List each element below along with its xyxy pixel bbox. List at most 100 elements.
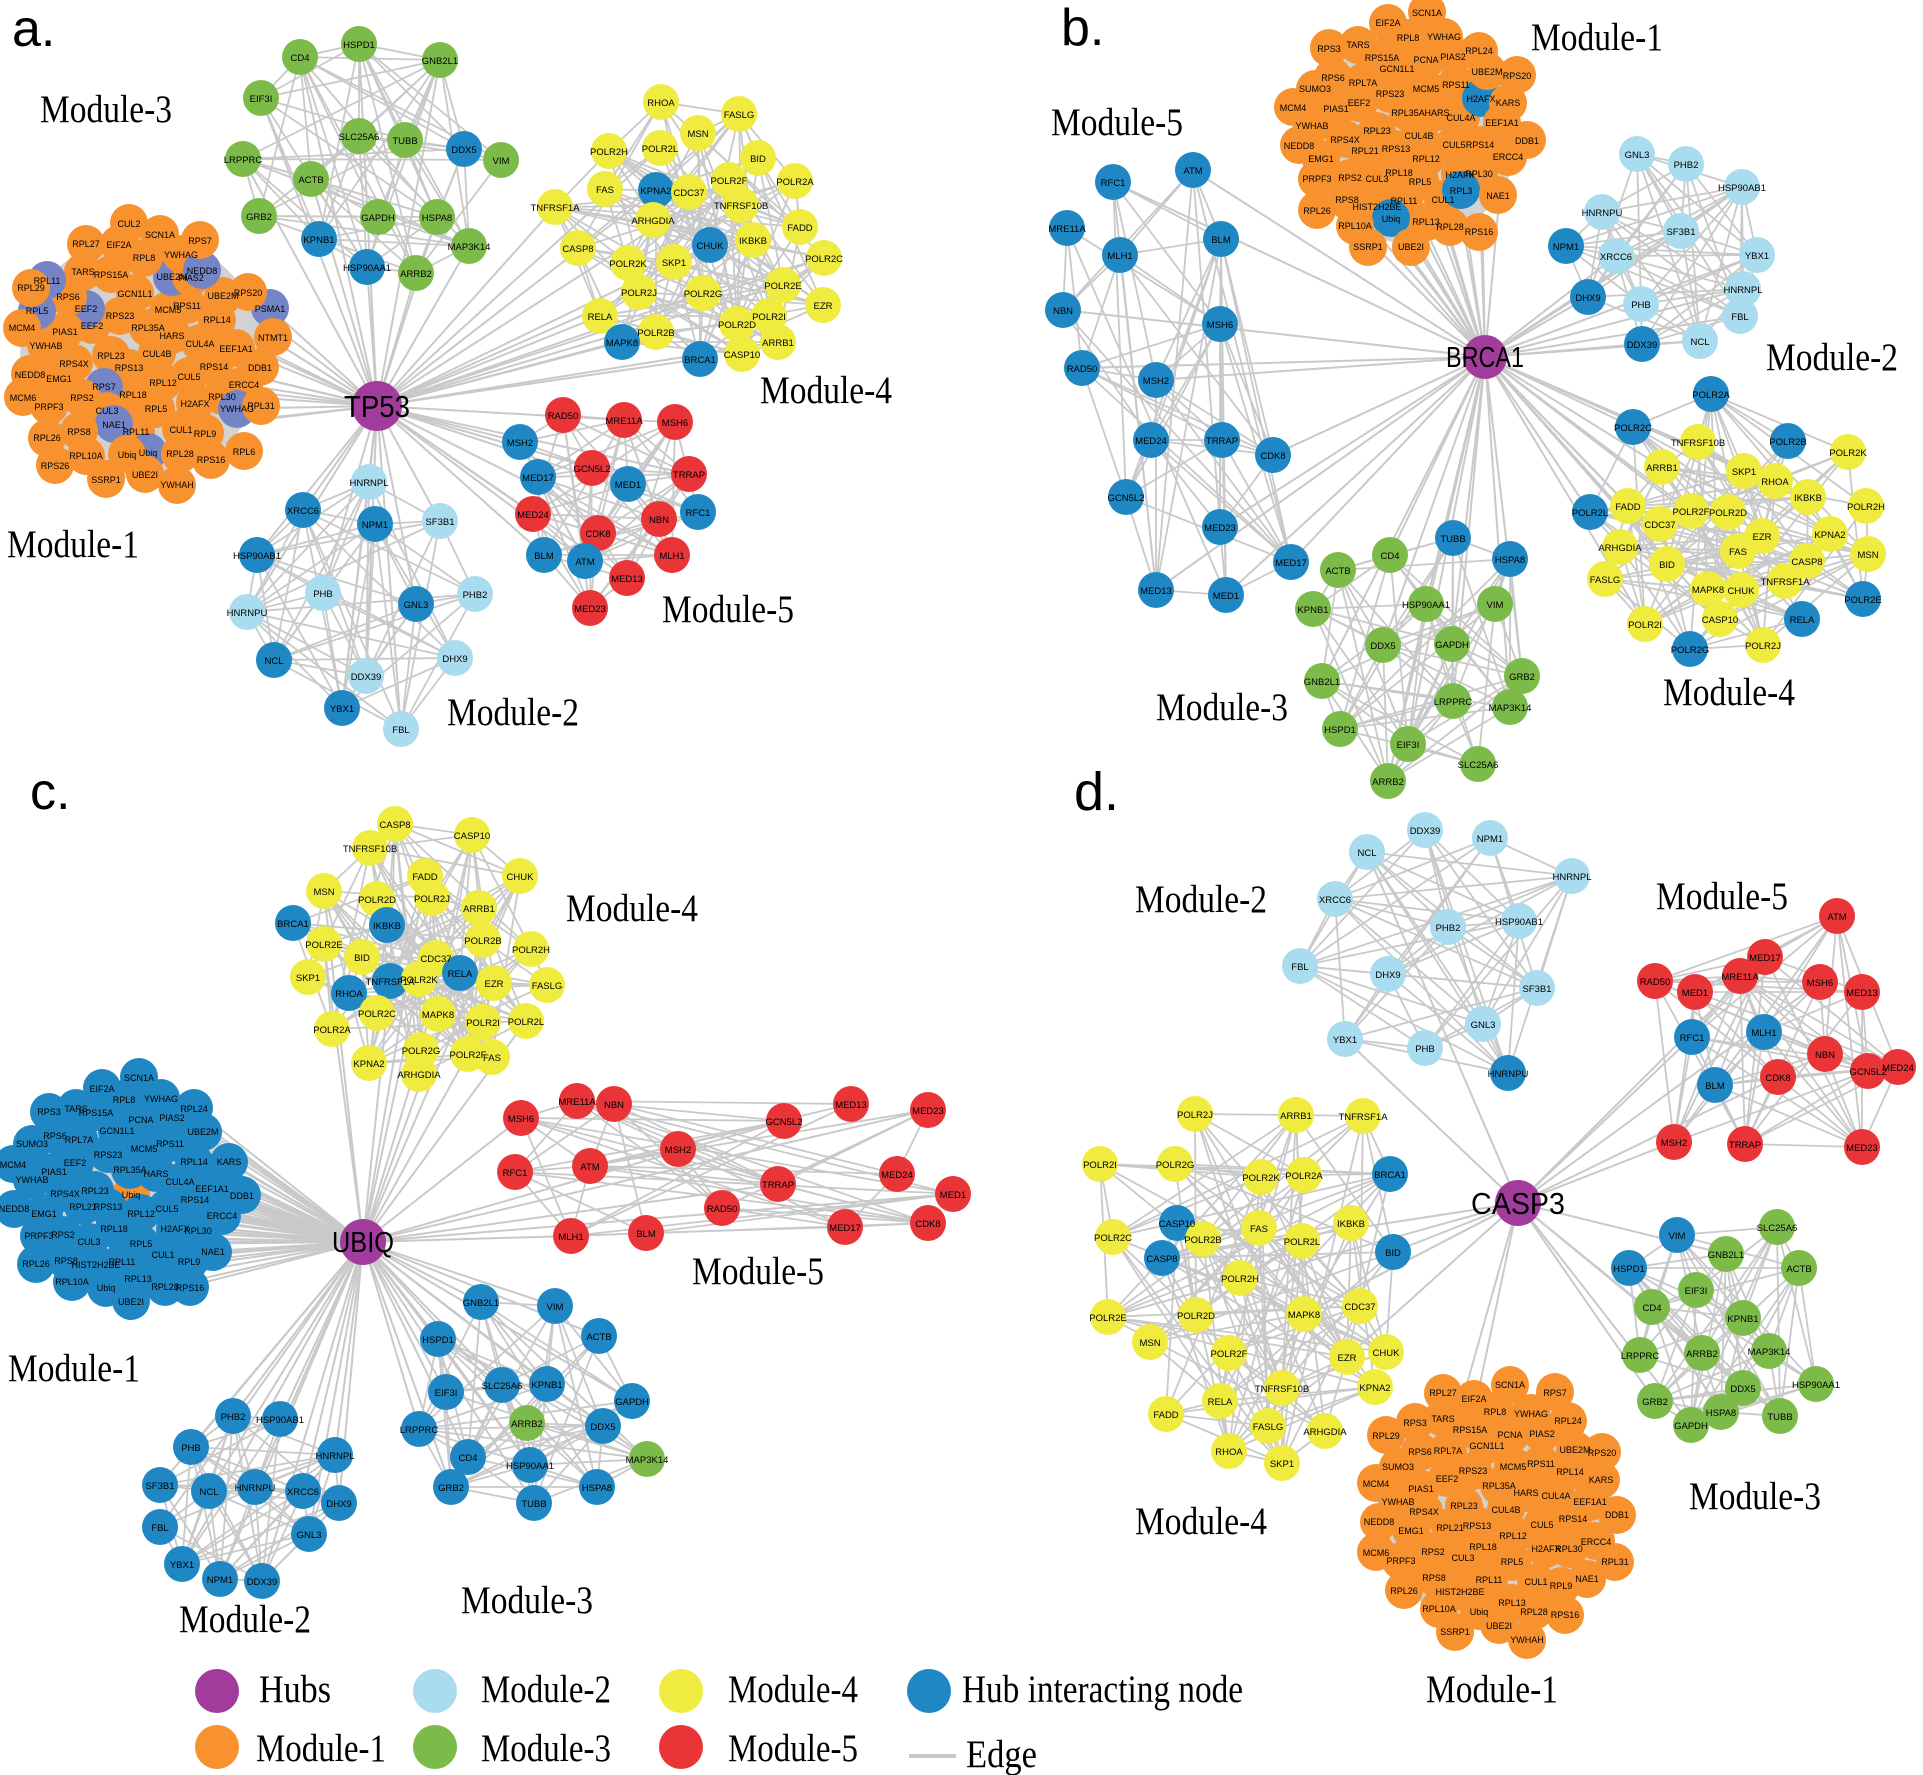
svg-text:RPS15A: RPS15A [1453, 1425, 1488, 1435]
svg-text:SLC25A6: SLC25A6 [339, 132, 380, 143]
svg-text:HNRNPU: HNRNPU [1582, 208, 1623, 219]
svg-text:MED17: MED17 [1275, 558, 1307, 569]
svg-text:GNL3: GNL3 [404, 600, 429, 611]
svg-text:RPS11: RPS11 [173, 301, 201, 311]
svg-text:RPS13: RPS13 [1382, 144, 1411, 154]
svg-text:RPS20: RPS20 [1588, 1448, 1617, 1458]
svg-text:Module-1: Module-1 [1531, 16, 1663, 59]
svg-text:NBN: NBN [1053, 306, 1073, 317]
svg-text:Ubiq: Ubiq [1382, 214, 1401, 224]
svg-text:Ubiq: Ubiq [139, 448, 158, 458]
svg-text:RPL8: RPL8 [1484, 1407, 1507, 1417]
svg-text:RPS16: RPS16 [197, 455, 226, 465]
svg-text:MCM5: MCM5 [1500, 1462, 1527, 1472]
svg-text:HSP90AB1: HSP90AB1 [233, 551, 281, 562]
svg-text:HIST2H2BE: HIST2H2BE [71, 1260, 120, 1270]
svg-text:RPS3: RPS3 [37, 1107, 61, 1117]
svg-text:RPL10A: RPL10A [1422, 1604, 1456, 1614]
svg-text:MED23: MED23 [1204, 523, 1236, 534]
svg-text:FASLG: FASLG [724, 110, 755, 121]
svg-text:CASP3: CASP3 [1471, 1186, 1565, 1221]
svg-text:UBE2M: UBE2M [156, 272, 187, 282]
svg-text:RPL28: RPL28 [151, 1282, 179, 1292]
svg-text:RPS6: RPS6 [1321, 73, 1345, 83]
svg-text:YWHAH: YWHAH [160, 480, 194, 490]
svg-text:RPS6: RPS6 [1408, 1447, 1432, 1457]
svg-text:YWHAB: YWHAB [15, 1175, 48, 1185]
svg-text:SKP1: SKP1 [1270, 1459, 1294, 1470]
svg-text:RPS15A: RPS15A [79, 1108, 114, 1118]
svg-text:CDC37: CDC37 [673, 188, 704, 199]
svg-text:ARHGDIA: ARHGDIA [397, 1070, 441, 1081]
svg-text:ARRB1: ARRB1 [1280, 1111, 1312, 1122]
svg-text:HSPA8: HSPA8 [582, 1483, 612, 1494]
svg-text:NAE1: NAE1 [1575, 1574, 1599, 1584]
svg-text:SCN1A: SCN1A [124, 1073, 154, 1083]
svg-text:KARS: KARS [1589, 1475, 1614, 1485]
svg-text:SF3B1: SF3B1 [425, 517, 454, 528]
svg-text:HSP90AA1: HSP90AA1 [1792, 1380, 1840, 1391]
svg-text:HIST2H2BE: HIST2H2BE [1435, 1587, 1484, 1597]
svg-text:HSPD1: HSPD1 [422, 1335, 454, 1346]
svg-text:ATM: ATM [1183, 166, 1202, 177]
svg-text:ERCC4: ERCC4 [1581, 1537, 1612, 1547]
svg-text:FAS: FAS [1250, 1224, 1268, 1235]
svg-text:RPS13: RPS13 [1463, 1521, 1492, 1531]
svg-text:UBE2I: UBE2I [118, 1297, 144, 1307]
svg-text:TARS: TARS [64, 1104, 87, 1114]
svg-text:HNRNPU: HNRNPU [1488, 1069, 1529, 1080]
svg-text:Module-5: Module-5 [1051, 101, 1183, 144]
svg-text:ERCC4: ERCC4 [229, 380, 260, 390]
svg-text:FAS: FAS [483, 1053, 501, 1064]
svg-text:CASP10: CASP10 [724, 350, 760, 361]
svg-text:RPL27: RPL27 [1429, 1388, 1457, 1398]
svg-text:MRE11A: MRE11A [605, 416, 643, 427]
svg-text:BRCA1: BRCA1 [1374, 1170, 1406, 1181]
svg-text:EEF1A1: EEF1A1 [1485, 118, 1519, 128]
svg-text:MCM6: MCM6 [1363, 1548, 1390, 1558]
svg-text:LRPPRC: LRPPRC [224, 155, 263, 166]
svg-text:Ubiq: Ubiq [122, 1190, 141, 1200]
svg-text:RPS2: RPS2 [51, 1230, 75, 1240]
svg-text:CASP10: CASP10 [454, 831, 490, 842]
svg-text:Module-1: Module-1 [8, 1347, 140, 1390]
svg-text:MRE11A: MRE11A [1721, 972, 1759, 983]
svg-text:EEF2: EEF2 [1436, 1474, 1459, 1484]
svg-text:SKP1: SKP1 [296, 973, 320, 984]
svg-text:EIF2A: EIF2A [1461, 1394, 1486, 1404]
svg-text:BID: BID [750, 154, 766, 165]
svg-text:HSP90AB1: HSP90AB1 [1718, 183, 1766, 194]
svg-text:YBX1: YBX1 [1333, 1035, 1357, 1046]
svg-text:POLR2K: POLR2K [1242, 1173, 1280, 1184]
svg-text:FBL: FBL [151, 1523, 168, 1534]
svg-text:POLR2D: POLR2D [1177, 1311, 1215, 1322]
svg-text:XRCC6: XRCC6 [1319, 895, 1351, 906]
svg-text:b.: b. [1061, 0, 1104, 57]
svg-text:RPL31: RPL31 [1601, 1557, 1629, 1567]
svg-text:CASP10: CASP10 [1702, 615, 1738, 626]
svg-text:CDK8: CDK8 [915, 1219, 940, 1230]
svg-text:RPL9: RPL9 [178, 1257, 201, 1267]
svg-text:SCN1A: SCN1A [1412, 8, 1442, 18]
svg-text:ARHGDIA: ARHGDIA [1598, 543, 1642, 554]
svg-text:RPS16: RPS16 [176, 1283, 205, 1293]
svg-text:TNFRSF1A: TNFRSF1A [530, 203, 580, 214]
svg-text:TNFRSF1A: TNFRSF1A [1760, 577, 1810, 588]
svg-text:FADD: FADD [1153, 1410, 1178, 1421]
svg-text:CHUK: CHUK [507, 872, 535, 883]
svg-text:HSP90AB1: HSP90AB1 [256, 1415, 304, 1426]
svg-text:TNFRSF10B: TNFRSF10B [343, 844, 397, 855]
svg-text:RPS26: RPS26 [41, 461, 70, 471]
svg-text:RPL13: RPL13 [1412, 217, 1440, 227]
svg-text:CUL4B: CUL4B [142, 349, 171, 359]
svg-text:RPL11: RPL11 [109, 1257, 136, 1267]
svg-text:PRPF3: PRPF3 [1302, 174, 1331, 184]
svg-text:PIAS1: PIAS1 [41, 1167, 67, 1177]
svg-text:MED13: MED13 [1846, 988, 1878, 999]
svg-text:EEF2: EEF2 [1348, 98, 1371, 108]
svg-text:NEDD8: NEDD8 [187, 266, 218, 276]
svg-text:GNL3: GNL3 [1625, 150, 1650, 161]
svg-text:POLR2F: POLR2F [1673, 507, 1710, 518]
svg-text:Module-3: Module-3 [481, 1727, 611, 1770]
svg-text:POLR2J: POLR2J [1177, 1110, 1213, 1121]
